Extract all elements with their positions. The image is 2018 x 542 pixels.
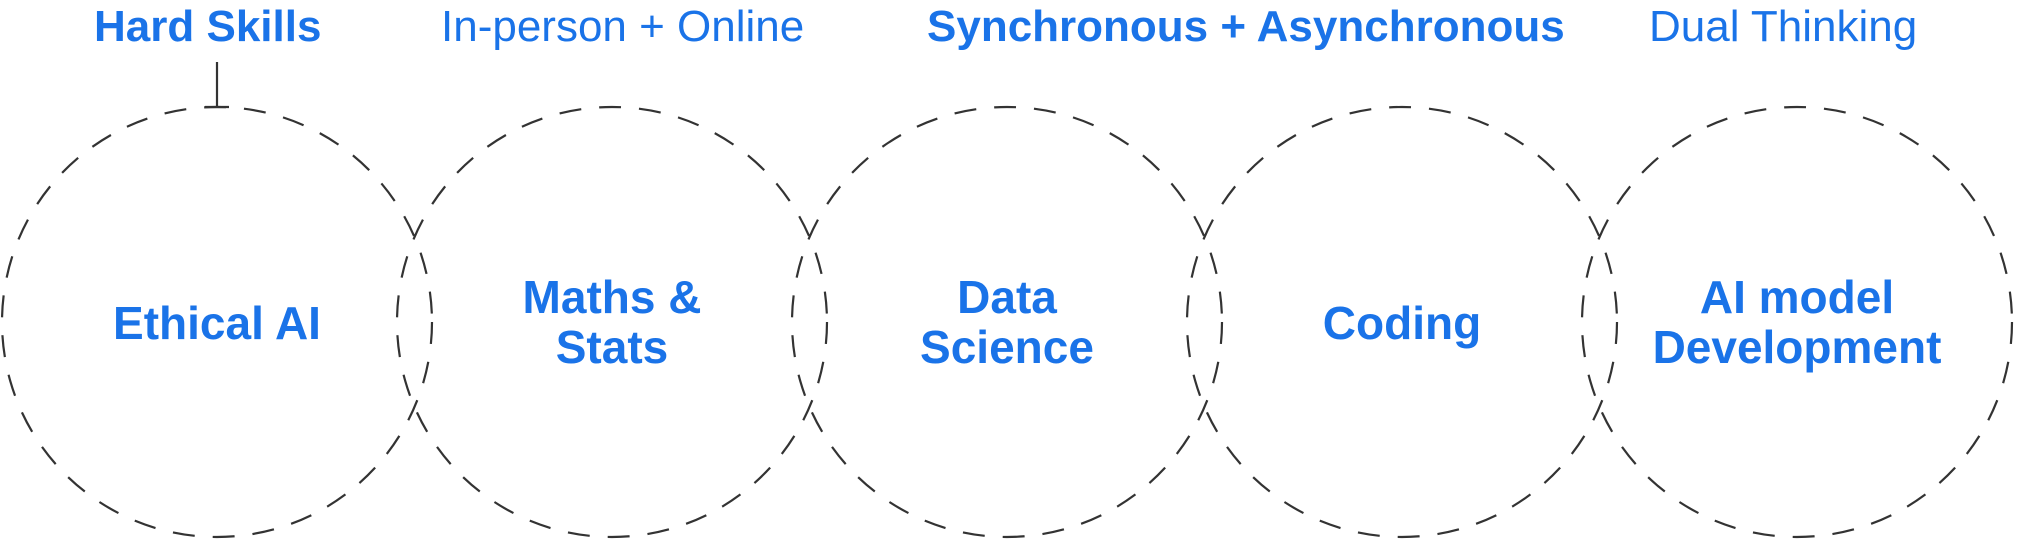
label-line: Science [920, 321, 1094, 373]
circle-ethical-ai [0, 105, 434, 539]
label-line: Stats [555, 321, 669, 373]
circle-ai-model-development [1580, 105, 2014, 539]
label-coding: Coding [1212, 298, 1592, 348]
circle-data-science [790, 105, 1224, 539]
header-in-person-online: In-person + Online [441, 2, 805, 51]
label-line: Ethical AI [113, 297, 321, 349]
label-maths-stats: Maths & Stats [422, 272, 802, 372]
label-ethical-ai: Ethical AI [27, 298, 407, 348]
label-data-science: Data Science [817, 272, 1197, 372]
header-hard-skills: Hard Skills [94, 2, 322, 51]
label-line: AI model [1699, 271, 1895, 323]
circle-maths-stats [395, 105, 829, 539]
circle-coding [1185, 105, 1619, 539]
header-dual-thinking: Dual Thinking [1649, 2, 1918, 51]
header-sync-async: Synchronous + Asynchronous [927, 2, 1565, 51]
label-line: Data [957, 271, 1057, 323]
label-ai-model-development: AI model Development [1607, 272, 1987, 372]
label-line: Maths & [522, 271, 702, 323]
label-line: Development [1652, 321, 1942, 373]
label-line: Coding [1322, 297, 1482, 349]
